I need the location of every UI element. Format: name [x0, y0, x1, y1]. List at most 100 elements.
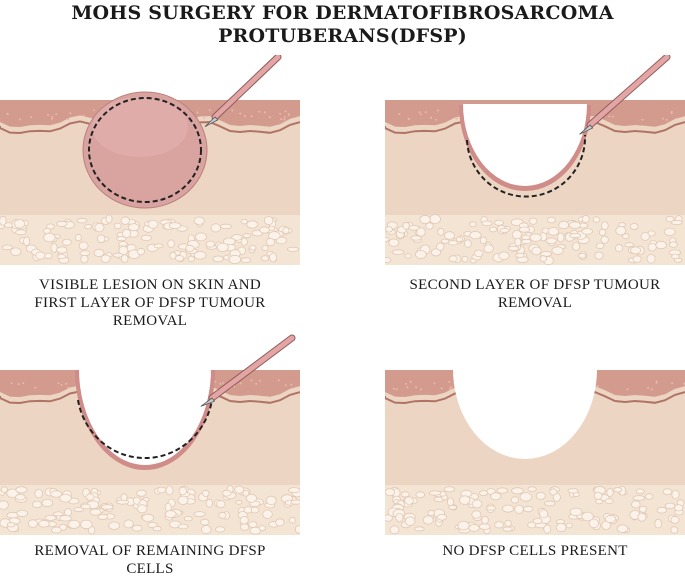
fat-cell	[496, 487, 509, 494]
fat-cell	[51, 526, 62, 534]
epidermis-dot	[433, 382, 436, 385]
fat-cell	[59, 493, 72, 503]
fat-cell	[446, 497, 454, 507]
fat-cell	[645, 493, 654, 500]
title-line-1: MOHS SURGERY FOR DERMATOFIBROSARCOMA	[71, 2, 614, 24]
epidermis-dot	[283, 118, 286, 121]
epidermis-dot	[430, 116, 433, 119]
fat-cell	[100, 504, 114, 510]
scalpel-handle	[209, 335, 295, 401]
fat-cell	[594, 251, 604, 260]
fat-cell	[572, 242, 581, 251]
epidermis-dot	[55, 113, 58, 116]
fat-cell	[539, 509, 549, 519]
fat-cell	[473, 249, 484, 257]
fat-cell	[205, 240, 216, 248]
fat-cell	[595, 499, 604, 505]
fat-cell	[23, 236, 31, 247]
epidermis-dot	[268, 116, 271, 119]
skin-diagram-second-layer	[385, 55, 685, 266]
fat-cell	[385, 514, 393, 522]
fat-cell	[490, 492, 502, 501]
fat-cell	[635, 488, 645, 495]
epidermis-dot	[19, 118, 22, 121]
fat-cell	[240, 218, 248, 225]
epidermis-dot	[449, 388, 451, 391]
epidermis-dot	[239, 382, 242, 385]
fat-cell	[201, 525, 212, 535]
fat-cell	[544, 500, 556, 507]
epidermis-dot	[65, 382, 68, 385]
fat-cell	[404, 516, 416, 527]
fat-cell	[168, 222, 182, 230]
fat-cell	[569, 507, 583, 517]
fat-cell	[35, 251, 46, 260]
fat-cell	[502, 526, 513, 532]
fat-cell	[85, 493, 95, 501]
fat-cell	[215, 526, 226, 533]
fat-cell	[193, 251, 207, 260]
epidermis-dot	[395, 388, 398, 391]
fat-cell	[105, 214, 113, 224]
fat-cell	[169, 251, 177, 260]
fat-cell	[629, 223, 639, 230]
fat-cell	[94, 222, 105, 233]
fat-cell	[498, 251, 510, 260]
fat-cell	[79, 250, 91, 257]
fat-cell	[388, 238, 400, 247]
caption-clear: NO DFSP CELLS PRESENT	[385, 542, 685, 560]
epidermis-dot	[34, 386, 37, 389]
fat-cell	[581, 215, 590, 224]
fat-cell	[670, 515, 680, 524]
fat-cell	[275, 518, 285, 527]
fat-cell	[275, 236, 287, 245]
fat-cell	[665, 215, 675, 223]
epidermis-dot	[17, 383, 20, 386]
epidermis-dot	[82, 114, 85, 117]
fat-cell	[601, 221, 609, 231]
fat-cell	[670, 526, 679, 534]
fat-cell	[212, 255, 224, 263]
fat-cell	[511, 487, 524, 495]
fat-cell	[404, 253, 412, 259]
fat-cell	[518, 226, 531, 233]
caption-line: CELLS	[126, 561, 174, 577]
fat-cell	[486, 505, 497, 511]
fat-cell	[178, 486, 187, 496]
fat-cell	[222, 237, 236, 246]
scalpel-handle	[212, 55, 281, 120]
fat-cell	[67, 519, 81, 529]
fat-cell	[640, 231, 650, 241]
epidermis-dot	[250, 115, 253, 118]
fat-cell	[549, 488, 558, 496]
epidermis-dot	[22, 382, 25, 385]
fat-cell	[80, 519, 93, 530]
epidermis-dot	[641, 118, 644, 121]
fat-cell	[632, 255, 642, 263]
epidermis-dot	[255, 382, 258, 385]
panel-remaining	[0, 330, 300, 540]
epidermis-dot	[455, 117, 458, 120]
fat-cell	[437, 227, 445, 236]
epidermis-dot	[6, 113, 9, 116]
fat-cell	[240, 523, 250, 531]
scalpel-handle	[587, 55, 670, 128]
fat-cell	[239, 515, 249, 525]
skin-diagram-clear	[385, 369, 685, 535]
fat-cell	[153, 243, 164, 249]
fat-cell	[479, 490, 488, 497]
fat-cell	[546, 216, 556, 224]
fat-cell	[637, 512, 647, 522]
fat-cell	[108, 521, 121, 530]
fat-cell	[100, 254, 111, 264]
epidermis-dot	[596, 385, 599, 387]
fat-cell	[464, 239, 472, 248]
fat-cell	[15, 229, 27, 236]
fat-cell	[177, 523, 189, 530]
epidermis-dot	[222, 381, 224, 384]
fat-cell	[469, 231, 482, 240]
dashed-margin-icon	[88, 97, 202, 203]
fat-cell	[62, 238, 72, 246]
fat-cell	[50, 490, 63, 498]
epidermis-dot	[277, 379, 280, 382]
